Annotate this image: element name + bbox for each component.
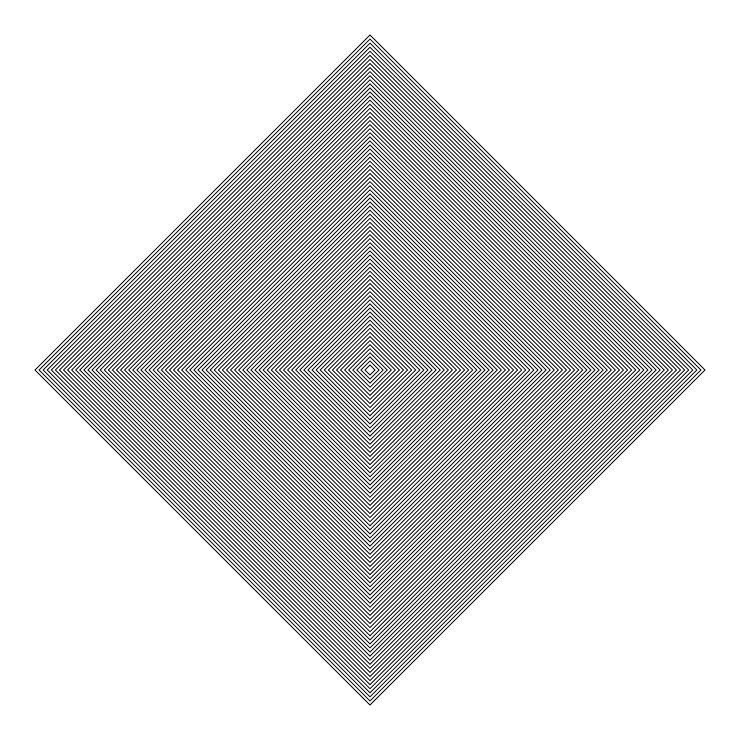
diamond-ring [315, 315, 425, 425]
diamond-ring [66, 66, 674, 674]
diamond-ring [176, 176, 564, 564]
diamond-ring [286, 286, 454, 454]
diamond-ring [352, 352, 388, 388]
diamond-ring [209, 209, 531, 531]
diamond-ring [54, 54, 686, 686]
diamond-ring [299, 299, 441, 441]
diamond-ring [360, 360, 380, 380]
diamond-ring [62, 62, 678, 678]
diamond-ring [75, 75, 665, 665]
diamond-ring [180, 180, 560, 560]
diamond-ring [364, 364, 376, 376]
diamond-ring [295, 295, 445, 445]
diamond-ring [356, 356, 384, 384]
diamond-ring [148, 148, 592, 592]
diamond-ring [327, 327, 413, 413]
diamond-ring [213, 213, 527, 527]
diamond-ring [99, 99, 641, 641]
diamond-ring [242, 242, 498, 498]
diamond-ring [229, 229, 511, 511]
diamond-ring [331, 331, 409, 409]
diamond-ring [185, 185, 555, 555]
diamond-ring [136, 136, 604, 604]
diamond-ring [266, 266, 474, 474]
diamond-ring [254, 254, 486, 486]
diamond-ring [319, 319, 421, 421]
diamond-ring [140, 140, 600, 600]
diamond-ring [156, 156, 584, 584]
diamond-ring [323, 323, 417, 417]
diamond-ring [95, 95, 645, 645]
diamond-ring [103, 103, 637, 637]
diamond-ring [144, 144, 596, 596]
diamond-ring [119, 119, 621, 621]
diamond-ring [46, 46, 694, 694]
diamond-ring [303, 303, 437, 437]
diamond-ring [50, 50, 690, 690]
diamond-ring [262, 262, 478, 478]
diamond-ring [87, 87, 653, 653]
diamond-ring [311, 311, 429, 429]
diamond-ring [91, 91, 649, 649]
diamond-ring [290, 290, 450, 450]
diamond-ring [237, 237, 503, 503]
diamond-ring [83, 83, 657, 657]
diamond-ring [107, 107, 633, 633]
diamond-ring [278, 278, 462, 462]
diamond-ring [335, 335, 405, 405]
diamond-ring [258, 258, 482, 482]
diamond-ring [246, 246, 494, 494]
diamond-ring [164, 164, 576, 576]
diamond-ring [189, 189, 551, 551]
diamond-ring [201, 201, 539, 539]
diamond-ring [79, 79, 661, 661]
diamond-ring [339, 339, 401, 401]
diamond-ring [38, 38, 702, 702]
diamond-ring [282, 282, 458, 458]
diamond-ring [127, 127, 613, 613]
diamond-ring [221, 221, 519, 519]
diamond-ring [70, 70, 670, 670]
diamond-ring [307, 307, 433, 433]
diamond-ring [197, 197, 543, 543]
diamond-ring [225, 225, 515, 515]
diamond-ring [193, 193, 547, 547]
diamond-ring [132, 132, 608, 608]
diamond-ring [168, 168, 572, 572]
diamond-ring [172, 172, 568, 568]
diamond-ring [152, 152, 588, 588]
diamond-ring [233, 233, 507, 507]
diamond-ring [250, 250, 490, 490]
diamond-ring [274, 274, 466, 466]
diamond-ring [115, 115, 625, 625]
diamond-ring [270, 270, 470, 470]
diamond-ring [42, 42, 698, 698]
diamond-ring [343, 343, 397, 397]
diamond-ring [160, 160, 580, 580]
diamond-ring [111, 111, 629, 629]
diamond-ring [205, 205, 535, 535]
diamond-ring [34, 34, 706, 706]
diamond-ring [123, 123, 617, 617]
diamond-ring [347, 347, 393, 393]
diamond-ring [58, 58, 682, 682]
diamond-ring [217, 217, 523, 523]
